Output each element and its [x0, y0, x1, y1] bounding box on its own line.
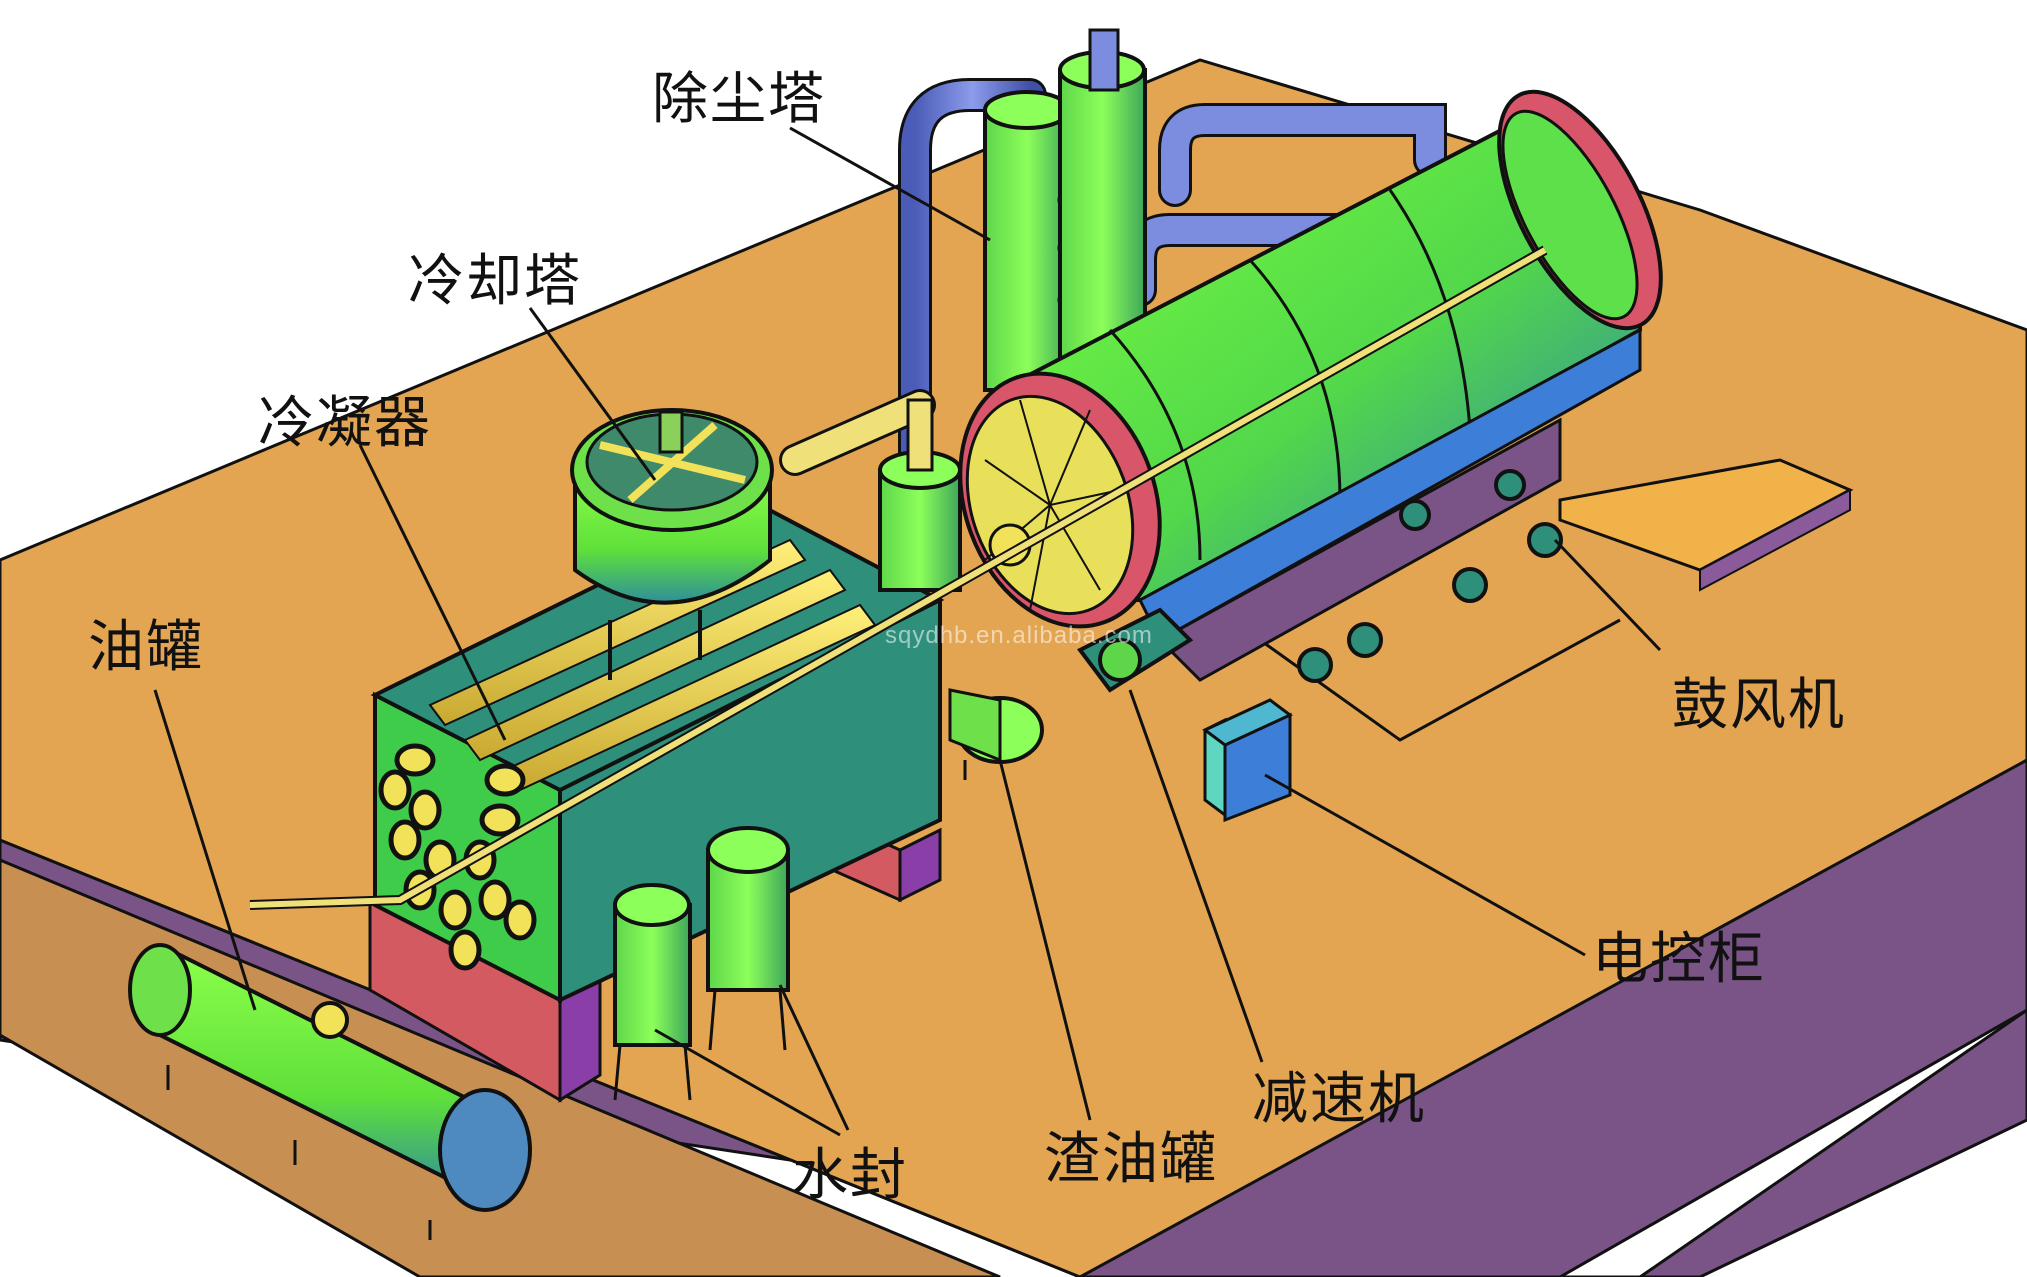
cooling-tower	[570, 408, 774, 680]
reducer	[1076, 607, 1194, 693]
reactor	[958, 89, 1663, 682]
label-control-cabinet: 电控柜	[1592, 927, 1766, 992]
dust-tower-secondary	[1058, 28, 1147, 392]
oil-tank	[128, 943, 532, 1240]
separator	[878, 398, 962, 592]
water-seal-tanks	[613, 826, 790, 1101]
leader-lines	[153, 126, 1662, 1137]
blowers	[1297, 469, 1563, 683]
label-dust-tower: 除尘塔	[652, 67, 826, 132]
label-cooling-tower: 冷却塔	[408, 249, 582, 314]
label-water-seal: 水封	[792, 1143, 908, 1208]
label-reducer: 减速机	[1252, 1067, 1426, 1132]
watermark: sqydhb.en.alibaba.com	[885, 622, 1153, 649]
label-residue-oil-tank: 渣油罐	[1044, 1127, 1218, 1192]
control-cabinet	[1202, 698, 1293, 823]
label-oil-tank: 油罐	[88, 615, 204, 680]
label-condenser: 冷凝器	[258, 391, 432, 456]
label-blower: 鼓风机	[1672, 673, 1846, 738]
